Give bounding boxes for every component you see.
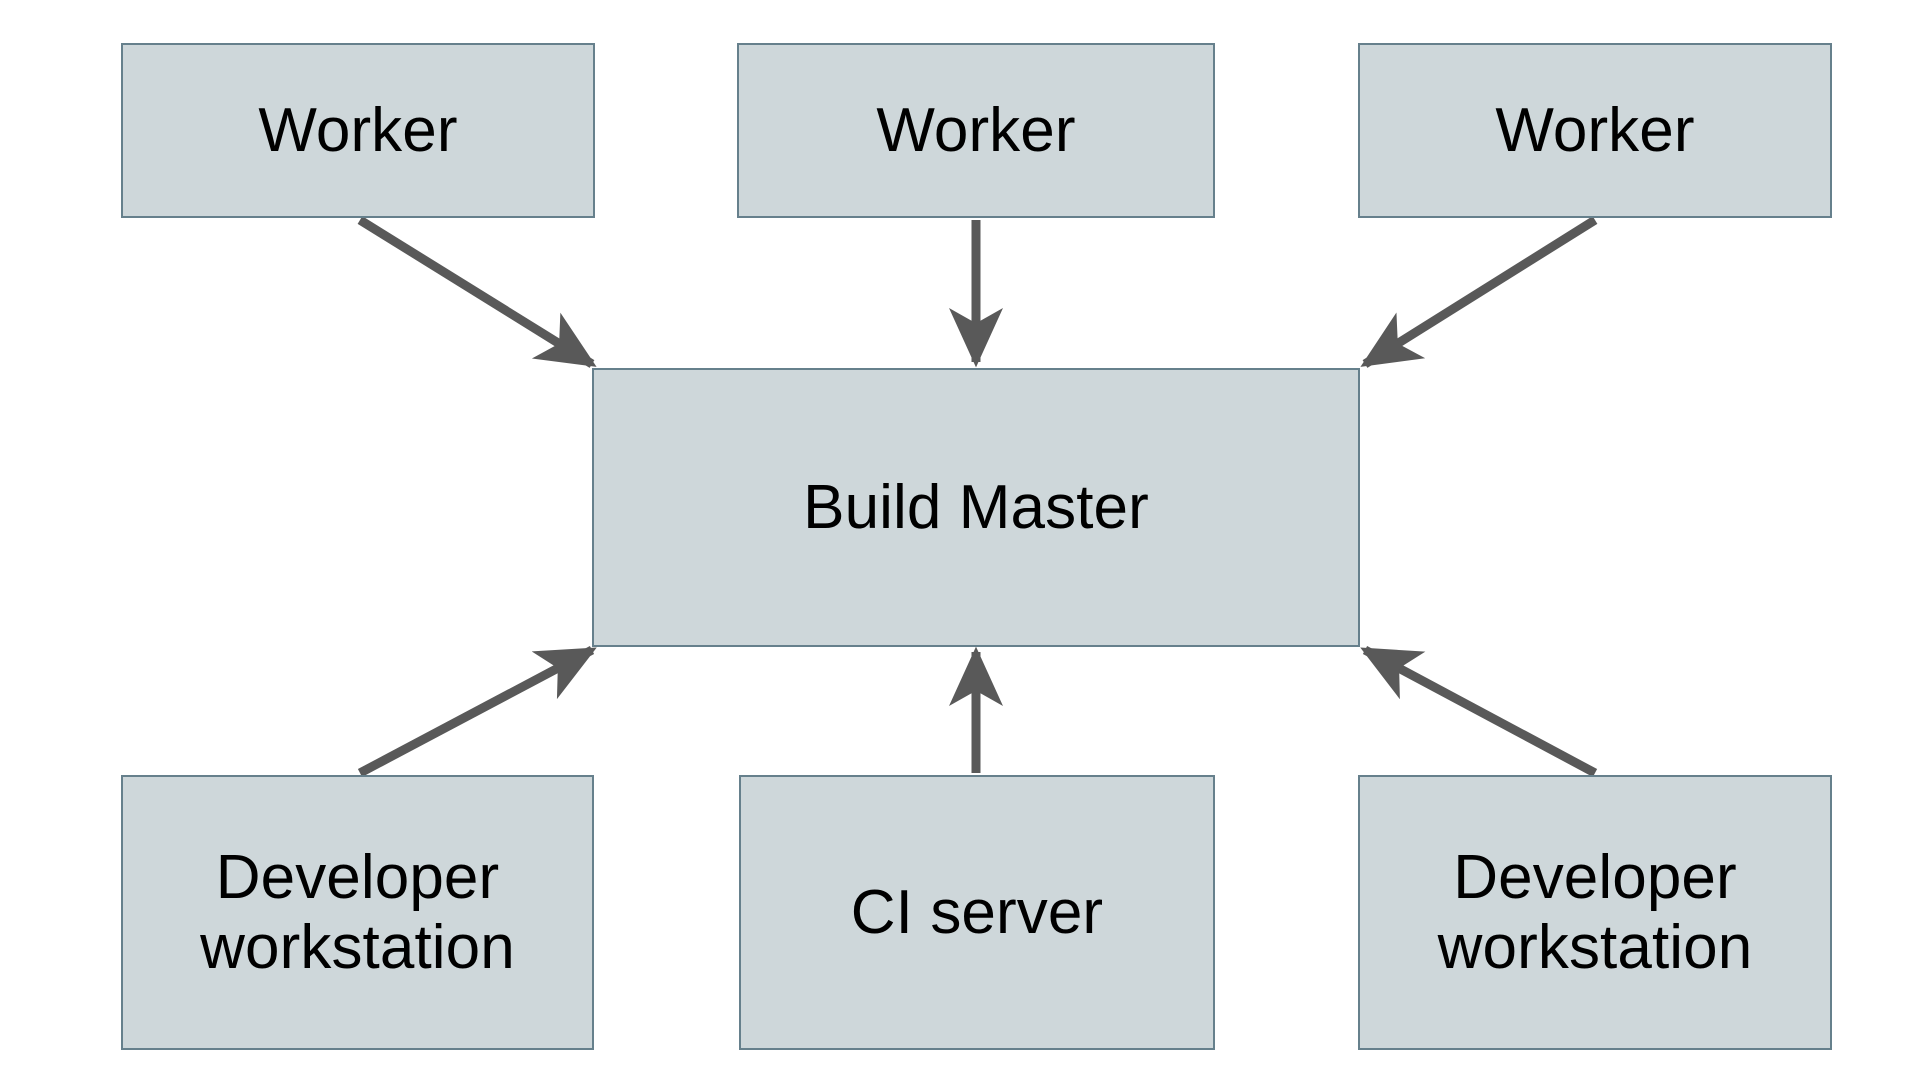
node-developer-workstation-right[interactable]: Developer workstation xyxy=(1358,775,1832,1050)
node-worker-1-label: Worker xyxy=(258,95,458,165)
node-worker-2[interactable]: Worker xyxy=(737,43,1215,218)
node-ci-server[interactable]: CI server xyxy=(739,775,1215,1050)
node-developer-workstation-left-label: Developer workstation xyxy=(200,843,515,982)
edge-worker-3-to-build-master xyxy=(1360,216,1598,368)
node-build-master-label: Build Master xyxy=(803,472,1149,542)
node-worker-3[interactable]: Worker xyxy=(1358,43,1832,218)
node-build-master[interactable]: Build Master xyxy=(592,368,1360,647)
edge-developer-workstation-left-to-build-master xyxy=(357,646,597,777)
edge-worker-1-to-build-master xyxy=(357,216,597,368)
node-worker-2-label: Worker xyxy=(876,95,1076,165)
node-developer-workstation-left[interactable]: Developer workstation xyxy=(121,775,594,1050)
node-worker-3-label: Worker xyxy=(1495,95,1695,165)
edge-developer-workstation-right-to-build-master xyxy=(1360,646,1598,777)
node-worker-1[interactable]: Worker xyxy=(121,43,595,218)
node-developer-workstation-right-label: Developer workstation xyxy=(1437,843,1753,982)
node-ci-server-label: CI server xyxy=(850,877,1104,947)
